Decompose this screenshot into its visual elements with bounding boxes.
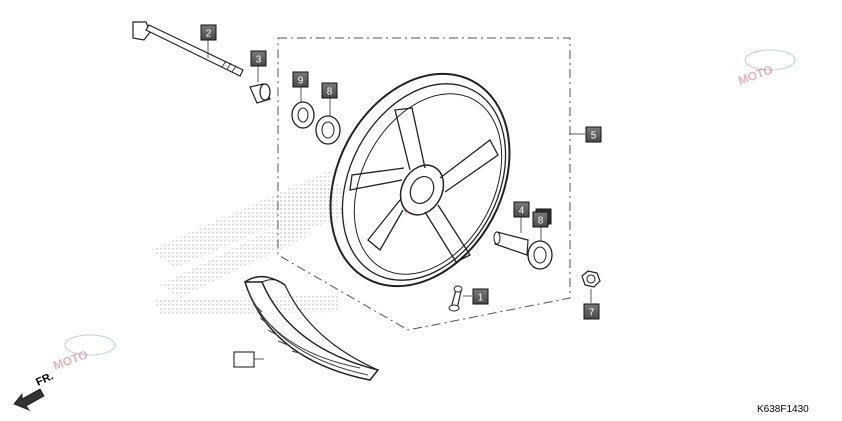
site-watermark-bottom-left: MOTO [51, 334, 116, 373]
svg-text:5: 5 [591, 131, 597, 142]
dotted-wing-watermark [150, 170, 345, 315]
callout-9: 9 [292, 71, 309, 88]
callout-3: 3 [250, 50, 267, 67]
distance-collar [493, 231, 529, 256]
callout-8-left: 8 [321, 82, 338, 99]
left-collar [249, 83, 271, 104]
diagram-code: K638F1430 [757, 404, 809, 415]
svg-text:4: 4 [519, 206, 525, 217]
callout-1: 1 [472, 288, 489, 305]
callout-tire-empty [233, 351, 264, 368]
svg-text:7: 7 [589, 308, 595, 319]
svg-text:MOTO: MOTO [736, 62, 774, 87]
svg-text:8: 8 [538, 216, 544, 227]
axle-nut [581, 270, 601, 288]
valve-stem [448, 285, 463, 312]
front-direction-arrow: FR. [13, 370, 55, 411]
callout-5: 5 [585, 126, 602, 143]
bearing-right [527, 240, 553, 270]
svg-text:3: 3 [256, 55, 262, 66]
callout-2: 2 [200, 24, 217, 41]
svg-text:2: 2 [206, 29, 212, 40]
callout-8-right: 8 [532, 208, 552, 228]
tire [243, 276, 380, 381]
svg-text:FR.: FR. [34, 370, 55, 388]
site-watermark-top-right: MOTO [736, 49, 796, 88]
callout-4: 4 [513, 201, 530, 218]
axle-bolt [132, 21, 244, 77]
cast-wheel [329, 72, 511, 288]
svg-text:8: 8 [327, 87, 333, 98]
callout-7: 7 [583, 303, 600, 320]
assembly-outline [277, 37, 571, 331]
svg-text:9: 9 [298, 76, 304, 87]
dust-seal [291, 101, 315, 129]
bearing-left [315, 115, 341, 145]
svg-text:1: 1 [478, 293, 484, 304]
leader-lines [207, 40, 592, 303]
